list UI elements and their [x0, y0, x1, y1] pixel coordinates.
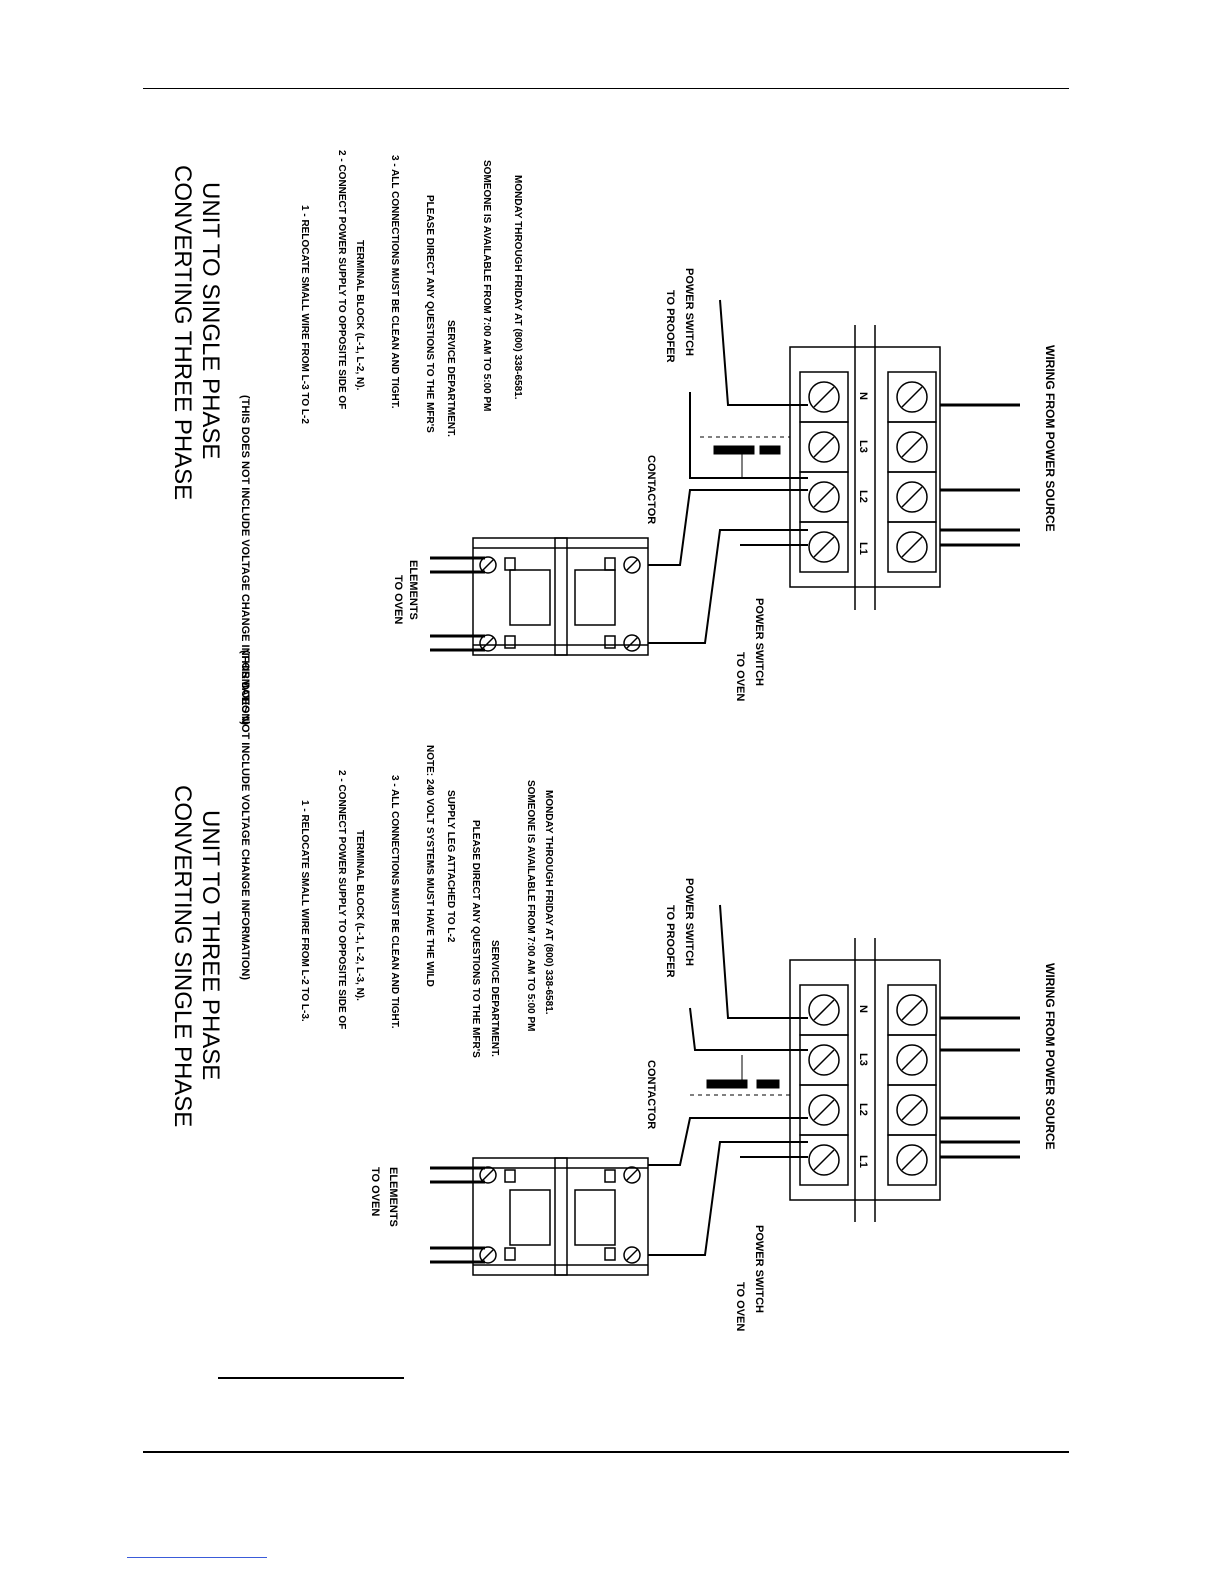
lower-label-to-oven-elements-1: TO OVEN	[369, 1167, 381, 1216]
upper-label-to-oven-elements-2: ELEMENTS	[407, 560, 419, 620]
lower-label-to-oven-elements-2: ELEMENTS	[387, 1167, 399, 1227]
lower-contact-1: PLEASE DIRECT ANY QUESTIONS TO THE MFR'S	[470, 820, 481, 1058]
lower-step-2b: TERMINAL BLOCK (L-1, L-2, L-3, N).	[354, 830, 365, 1001]
lower-diagram: CONVERTING SINGLE PHASE UNIT TO THREE PH…	[169, 650, 1057, 1331]
lower-contact-2: SERVICE DEPARTMENT.	[489, 940, 500, 1057]
lower-wires	[648, 904, 1020, 1256]
lower-label-contactor: CONTACTOR	[645, 1060, 657, 1129]
lower-terminal-labels: L1 L2 L3 N	[857, 1005, 869, 1168]
lower-terminal-block	[789, 938, 941, 1222]
lower-step-2a: 2 - CONNECT POWER SUPPLY TO OPPOSITE SID…	[336, 770, 347, 1029]
upper-contact-1: PLEASE DIRECT ANY QUESTIONS TO THE MFR'S	[424, 195, 435, 433]
bottom-link-underline[interactable]	[127, 1557, 267, 1558]
lower-title-line1: CONVERTING SINGLE PHASE	[169, 785, 196, 1127]
upper-step-2a: 2 - CONNECT POWER SUPPLY TO OPPOSITE SID…	[336, 150, 347, 409]
lower-subtitle: (THIS DOES NOT INCLUDE VOLTAGE CHANGE IN…	[239, 650, 251, 980]
lower-label-wiring-from: WIRING FROM POWER SOURCE	[1043, 963, 1057, 1150]
upper-terminal-l3: L3	[857, 440, 869, 453]
upper-step-2b: TERMINAL BLOCK (L-1, L-2, N).	[354, 240, 365, 391]
header-rule	[143, 88, 1069, 89]
upper-title-line1: CONVERTING THREE PHASE	[169, 165, 196, 500]
lower-step-1: 1 - RELOCATE SMALL WIRE FROM L-2 TO L-3.	[299, 800, 310, 1022]
lower-terminal-n: N	[857, 1005, 869, 1013]
lower-terminal-l3: L3	[857, 1053, 869, 1066]
upper-label-to-oven-switch-1: TO OVEN	[734, 652, 746, 701]
lower-contact-3: SOMEONE IS AVAILABLE FROM 7:00 AM TO 5:0…	[525, 780, 536, 1032]
upper-subtitle: (THIS DOES NOT INCLUDE VOLTAGE CHANGE IN…	[239, 395, 251, 725]
upper-step-1: 1 - RELOCATE SMALL WIRE FROM L-3 TO L-2	[299, 205, 310, 424]
upper-terminal-l1: L1	[857, 542, 869, 555]
lower-step-3: 3 - ALL CONNECTIONS MUST BE CLEAN AND TI…	[389, 775, 400, 1029]
upper-jumper	[700, 436, 790, 478]
upper-label-to-oven-elements-1: TO OVEN	[392, 575, 404, 624]
lower-label-to-proofer-2: POWER SWITCH	[683, 878, 695, 966]
lower-contactor	[472, 1157, 649, 1276]
lower-note-2: SUPPLY LEG ATTACHED TO L-2	[445, 790, 456, 943]
lower-oven-element-wires	[430, 1166, 485, 1264]
upper-terminal-labels: L1 L2 L3 N	[857, 392, 869, 555]
upper-label-contactor: CONTACTOR	[645, 455, 657, 524]
upper-label-to-proofer-2: POWER SWITCH	[683, 268, 695, 356]
upper-label-wiring-from: WIRING FROM POWER SOURCE	[1043, 345, 1057, 532]
lower-jumper	[690, 1055, 790, 1096]
upper-label-to-oven-switch-2: POWER SWITCH	[753, 598, 765, 686]
lower-label-to-proofer-1: TO PROOFER	[664, 905, 676, 978]
lower-title-line2: UNIT TO THREE PHASE	[197, 810, 224, 1080]
lower-contact-4: MONDAY THROUGH FRIDAY AT (800) 338-6581.	[543, 790, 554, 1015]
lower-label-to-oven-switch-1: TO OVEN	[734, 1282, 746, 1331]
lower-terminal-l2: L2	[857, 1103, 869, 1116]
upper-terminal-block	[789, 325, 941, 610]
upper-label-to-proofer-1: TO PROOFER	[664, 290, 676, 363]
upper-diagram: CONVERTING THREE PHASE UNIT TO SINGLE PH…	[169, 150, 1057, 725]
upper-contactor	[472, 537, 649, 656]
upper-contact-3: SOMEONE IS AVAILABLE FROM 7:00 AM TO 5:0…	[481, 160, 492, 412]
lower-label-to-oven-switch-2: POWER SWITCH	[753, 1225, 765, 1313]
upper-terminal-n: N	[857, 392, 869, 400]
footer-rule	[143, 1451, 1069, 1453]
upper-wires	[648, 299, 1020, 644]
upper-step-3: 3 - ALL CONNECTIONS MUST BE CLEAN AND TI…	[389, 155, 400, 409]
lower-note-1: NOTE: 240 VOLT SYSTEMS MUST HAVE THE WIL…	[424, 745, 435, 987]
upper-oven-element-wires	[430, 556, 485, 652]
footnote-rule	[218, 1377, 404, 1379]
lower-terminal-l1: L1	[857, 1155, 869, 1168]
upper-terminal-l2: L2	[857, 490, 869, 503]
upper-title-line2: UNIT TO SINGLE PHASE	[197, 182, 224, 459]
upper-contact-4: MONDAY THROUGH FRIDAY AT (800) 338-6581.	[512, 175, 523, 400]
upper-contact-2: SERVICE DEPARTMENT.	[445, 320, 456, 437]
